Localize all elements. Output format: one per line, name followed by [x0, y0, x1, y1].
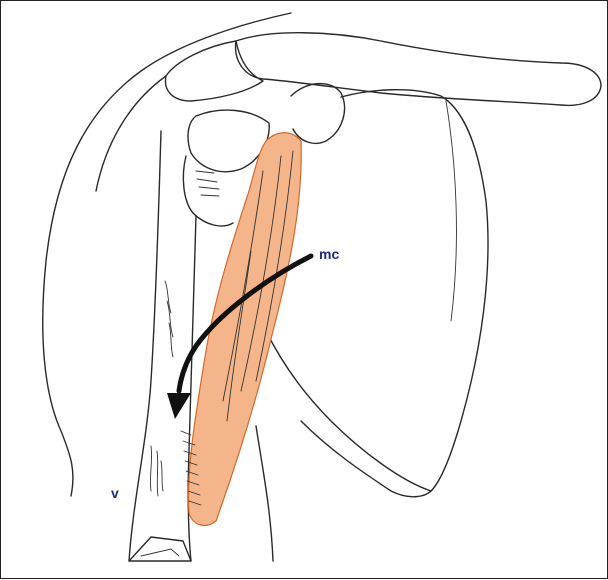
label-mc: mc: [319, 246, 339, 262]
deltoid-tuberosity-marks: [165, 281, 173, 357]
coracoid-process: [291, 84, 345, 144]
cut-section-inner: [141, 549, 179, 556]
arm-posterior-contour: [256, 426, 273, 561]
tubercle-hatching: [196, 171, 219, 196]
scapula-spine-line: [446, 101, 456, 321]
greater-tubercle: [183, 156, 233, 226]
shoulder-inner-contour: [96, 76, 166, 191]
acromion: [165, 41, 263, 101]
humerus-medial-edge: [129, 131, 161, 561]
humerus-cut-section: [129, 537, 191, 561]
coracobrachialis-muscle: [188, 133, 301, 526]
arrowhead: [167, 393, 191, 419]
chest-wall-contour: [301, 421, 431, 497]
label-v: v: [111, 485, 119, 501]
nutrient-marks: [150, 446, 163, 496]
clavicle: [236, 33, 601, 106]
